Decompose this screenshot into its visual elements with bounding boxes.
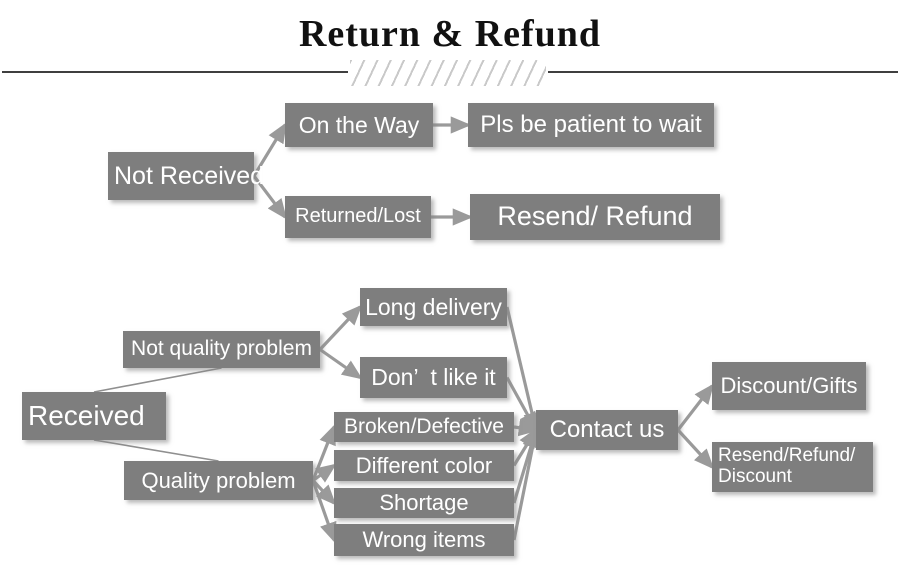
edge-different_color-to-contact_us: [512, 427, 538, 467]
page-title: Return & Refund: [298, 13, 602, 55]
edge-not_quality_problem-to-long_delivery: [318, 304, 363, 351]
diagonal-hatch-icon: [350, 60, 546, 86]
edge-quality_problem-to-shortage: [311, 479, 337, 506]
edge-received-to-quality_problem: [93, 439, 219, 462]
node-shortage[interactable]: Shortage: [334, 488, 514, 518]
edge-broken_defective-to-contact_us: [513, 419, 540, 437]
edge-contact_us-to-discount_gifts: [676, 383, 714, 431]
divider-rule-left: [2, 71, 348, 73]
node-received[interactable]: Received: [22, 392, 166, 440]
edge-shortage-to-contact_us: [512, 426, 540, 504]
node-resend-refund[interactable]: Resend/ Refund: [470, 194, 720, 240]
divider-rule-right: [548, 71, 898, 73]
node-pls-be-patient-to-wait[interactable]: Pls be patient to wait: [468, 103, 714, 147]
node-discount-gifts[interactable]: Discount/Gifts: [712, 362, 866, 410]
edge-quality_problem-to-broken_defective: [311, 424, 336, 482]
node-dont-like-it[interactable]: Don’ t like it: [360, 357, 507, 398]
node-on-the-way[interactable]: On the Way: [285, 103, 433, 147]
title-divider: [0, 60, 900, 86]
node-long-delivery[interactable]: Long delivery: [360, 288, 507, 326]
edge-wrong_items-to-contact_us: [512, 426, 542, 541]
edge-quality_problem-to-wrong_items: [311, 479, 337, 544]
node-quality-problem[interactable]: Quality problem: [124, 461, 313, 500]
node-broken-defective[interactable]: Broken/Defective: [334, 412, 514, 442]
edge-not_quality_problem-to-dont_like_it: [319, 348, 363, 380]
node-contact-us[interactable]: Contact us: [536, 410, 678, 450]
node-not-received[interactable]: Not Received: [108, 152, 264, 200]
node-resend-refund-discount[interactable]: Resend/Refund/ Discount: [712, 442, 873, 492]
edge-quality_problem-to-different_color: [312, 463, 337, 483]
node-wrong-items[interactable]: Wrong items: [334, 524, 514, 556]
node-different-color[interactable]: Different color: [334, 450, 514, 481]
edge-contact_us-to-resend_refund_discount: [676, 428, 715, 470]
node-not-quality-problem[interactable]: Not quality problem: [123, 331, 320, 368]
node-returned-lost[interactable]: Returned/Lost: [285, 196, 431, 238]
edge-received-to-not_quality_problem: [93, 367, 222, 393]
